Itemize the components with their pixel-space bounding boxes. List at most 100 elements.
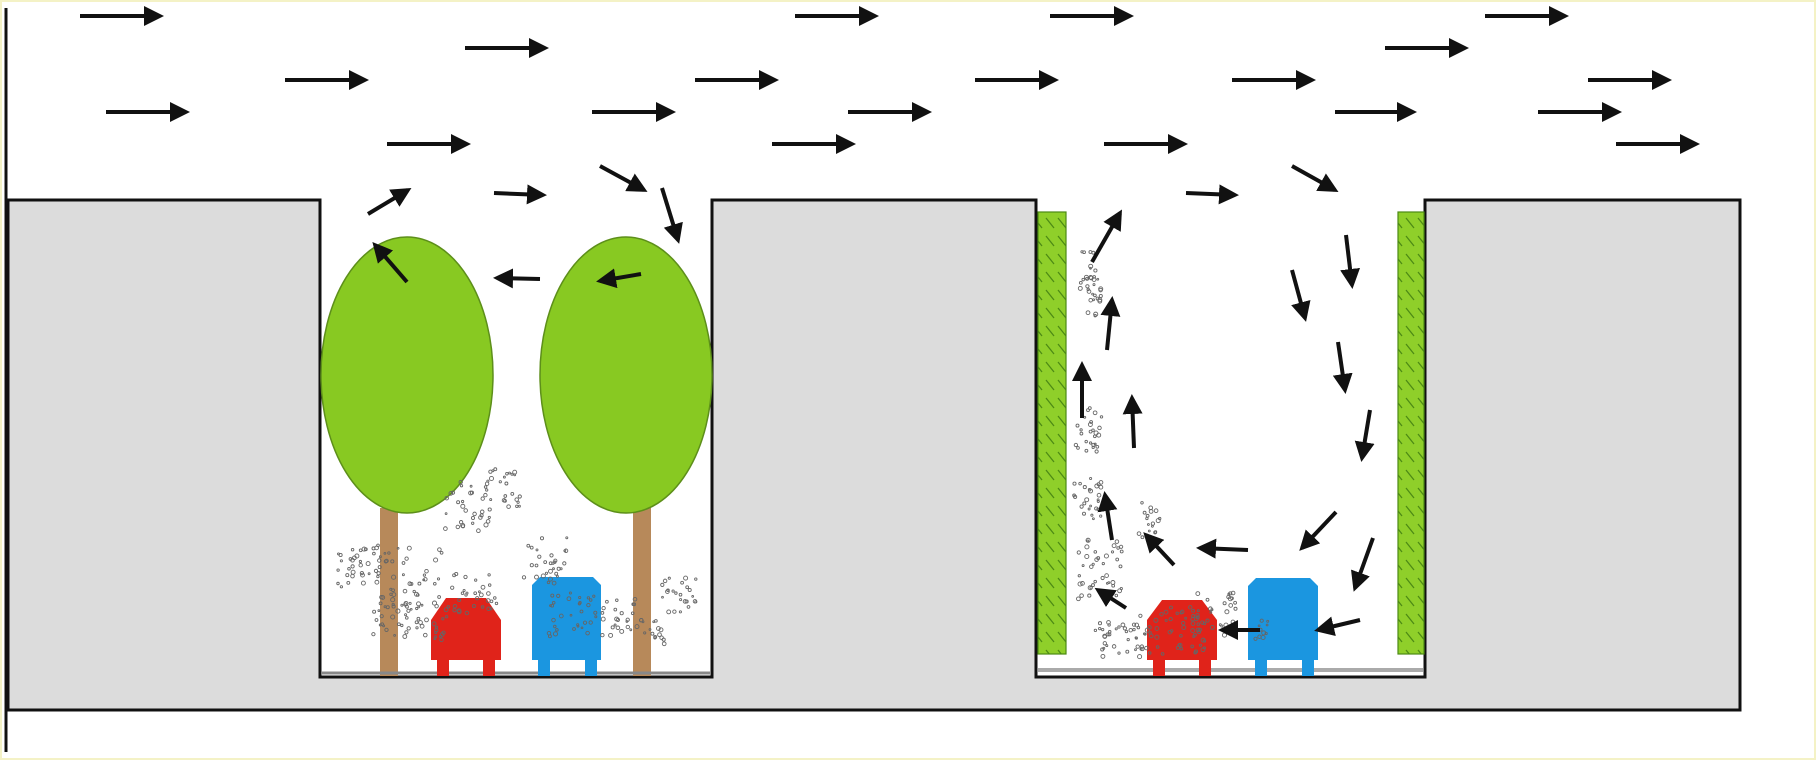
- pollutant-particle: [1093, 550, 1098, 554]
- pollutant-particle: [1208, 606, 1213, 611]
- pollutant-particle: [1093, 314, 1097, 318]
- pollutant-particle: [656, 626, 661, 631]
- flow-arrow-21: [366, 187, 412, 216]
- pollutant-particle: [374, 618, 379, 622]
- pollutant-particle: [436, 577, 441, 581]
- pollutant-particle: [643, 631, 647, 635]
- pollutant-particle: [397, 622, 401, 627]
- pollutant-particle: [615, 617, 621, 623]
- pollutant-particle: [1230, 590, 1236, 596]
- pollutant-particle: [619, 628, 625, 634]
- pollutant-particle: [358, 563, 363, 568]
- pollutant-particle: [483, 522, 489, 528]
- pollutant-particle: [452, 573, 457, 578]
- pollutant-particle: [474, 578, 478, 582]
- pollutant-particle: [493, 596, 497, 600]
- pollutant-particle: [1085, 537, 1091, 543]
- pollutant-particle: [1093, 579, 1097, 584]
- pollutant-particle: [1077, 581, 1083, 587]
- pollutant-particle: [1103, 553, 1109, 559]
- pollutant-particle: [400, 603, 404, 607]
- pollutant-particle: [1205, 597, 1210, 602]
- pollutant-particle: [478, 515, 483, 520]
- pollutant-particle: [613, 623, 617, 627]
- pollutant-particle: [374, 579, 380, 585]
- pollutant-particle: [1077, 285, 1083, 291]
- pollutant-particle: [543, 560, 548, 564]
- pollutant-particle: [506, 504, 511, 509]
- pollutant-particle: [585, 630, 590, 636]
- pollutant-particle: [1179, 646, 1184, 651]
- pollutant-particle: [1195, 627, 1201, 633]
- pollutant-particle: [404, 613, 408, 617]
- pollutant-particle: [529, 563, 534, 568]
- pollutant-particle: [1184, 616, 1188, 620]
- pollutant-particle: [1089, 564, 1094, 569]
- flow-arrow-30: [1340, 234, 1361, 289]
- pollutant-particle: [455, 524, 460, 530]
- pollutant-particle: [456, 609, 462, 615]
- pollutant-particle: [377, 558, 382, 563]
- pollutant-particle: [1088, 275, 1094, 281]
- pollutant-particle: [608, 632, 614, 638]
- pollutant-particle: [431, 600, 438, 606]
- pollutant-particle: [1154, 634, 1160, 640]
- pollutant-particle: [504, 481, 509, 486]
- pollutant-particle: [588, 598, 593, 602]
- pollutant-particle: [1147, 523, 1150, 526]
- pollutant-particle: [1079, 504, 1084, 509]
- pollutant-particle: [1209, 624, 1215, 630]
- pollutant-particle: [1091, 250, 1096, 255]
- red-car-left: [431, 598, 501, 676]
- pollutant-particle: [498, 480, 502, 484]
- pollutant-particle: [405, 616, 409, 620]
- pollutant-particles-icon: [336, 250, 1270, 660]
- pollutant-particle: [1110, 550, 1115, 554]
- pollutant-particle: [471, 521, 475, 525]
- pollutant-particle: [586, 602, 591, 608]
- pollutant-particle: [566, 596, 572, 602]
- pollutant-particle: [463, 574, 468, 580]
- pollutant-particle: [510, 472, 514, 476]
- pollutant-particle: [588, 620, 593, 625]
- pollutant-particle: [680, 580, 684, 585]
- pollutant-particle: [1096, 277, 1100, 281]
- pollutant-particle: [489, 476, 494, 481]
- pollutant-particle: [422, 578, 426, 582]
- pollutant-particle: [572, 627, 576, 631]
- pollutant-particle: [1101, 561, 1105, 566]
- pollutant-particle: [582, 620, 588, 625]
- pollutant-particle: [401, 561, 406, 565]
- pollutant-particle: [629, 628, 633, 632]
- pollutant-particle: [666, 609, 672, 615]
- pollutant-particle: [1147, 625, 1152, 630]
- pollutant-particle: [1170, 629, 1174, 633]
- pollutant-particle: [661, 637, 666, 642]
- pollutant-particle: [347, 567, 351, 571]
- pollutant-particle: [448, 491, 454, 496]
- pollutant-particle: [555, 574, 559, 578]
- pollutant-particle: [682, 599, 688, 604]
- pollutant-particle: [350, 564, 355, 569]
- pollutant-particle: [1111, 583, 1116, 588]
- blue-car-left: [532, 577, 601, 676]
- pollutant-particle: [1072, 481, 1077, 486]
- pollutant-particle: [339, 559, 343, 563]
- pollutant-particle: [437, 547, 442, 552]
- pollutant-particle: [1233, 600, 1237, 605]
- pollutant-particle: [391, 574, 397, 580]
- pollutant-particle: [1193, 633, 1197, 637]
- pollutant-particle: [443, 607, 449, 613]
- flow-arrow-27: [372, 241, 409, 284]
- flow-arrow-33: [1354, 409, 1375, 462]
- pollutant-particle: [1202, 621, 1207, 626]
- pollutant-particle: [1107, 623, 1111, 627]
- pollutant-particle: [1131, 622, 1137, 627]
- pollutant-particle: [424, 617, 429, 623]
- flow-arrow-28: [1185, 184, 1239, 205]
- pollutant-particle: [450, 585, 455, 590]
- pollutant-particle: [459, 484, 464, 488]
- pollutant-particle: [576, 623, 580, 627]
- pollutant-particle: [537, 554, 542, 559]
- pollutant-particle: [534, 574, 539, 580]
